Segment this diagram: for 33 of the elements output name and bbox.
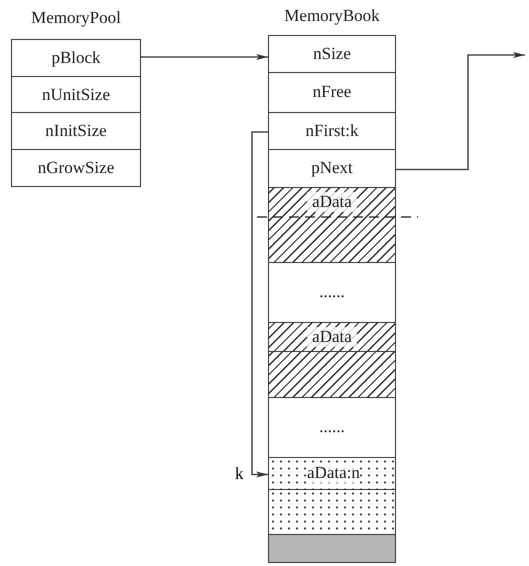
field-label: nUnitSize — [41, 84, 111, 104]
field-label: ...... — [318, 417, 346, 437]
field-cell — [268, 112, 396, 150]
field-cell — [268, 148, 396, 188]
arrow — [251, 131, 268, 478]
field-cell — [11, 148, 141, 186]
field-label: nInitSize — [44, 120, 108, 140]
field-cell — [11, 76, 141, 114]
data-label: aData — [307, 192, 357, 212]
dotted-memory-block — [268, 456, 396, 490]
field-cell — [268, 34, 396, 72]
field-cell — [268, 72, 396, 112]
field-label: pNext — [310, 158, 354, 178]
field-label: pBlock — [50, 48, 102, 68]
dotted-memory-block — [268, 488, 396, 534]
arrow — [141, 54, 268, 60]
structure-title: MemoryBook — [283, 6, 381, 26]
field-cell — [11, 38, 141, 76]
field-cell — [268, 396, 396, 458]
field-cell — [268, 262, 396, 322]
arrow — [396, 52, 525, 170]
field-label: nGrowSize — [36, 158, 116, 178]
hatched-memory-block — [268, 350, 396, 398]
data-label: aData — [307, 326, 357, 346]
field-label: nSize — [312, 44, 352, 64]
field-cell — [11, 112, 141, 150]
hatched-memory-block — [268, 322, 396, 352]
field-label: nFirst:k — [304, 120, 360, 140]
structure-title: MemoryPool — [30, 8, 122, 28]
field-label: ...... — [318, 282, 346, 302]
shaded-memory-block — [268, 534, 396, 562]
hatched-memory-block — [268, 186, 396, 262]
field-label: nFree — [312, 82, 352, 102]
